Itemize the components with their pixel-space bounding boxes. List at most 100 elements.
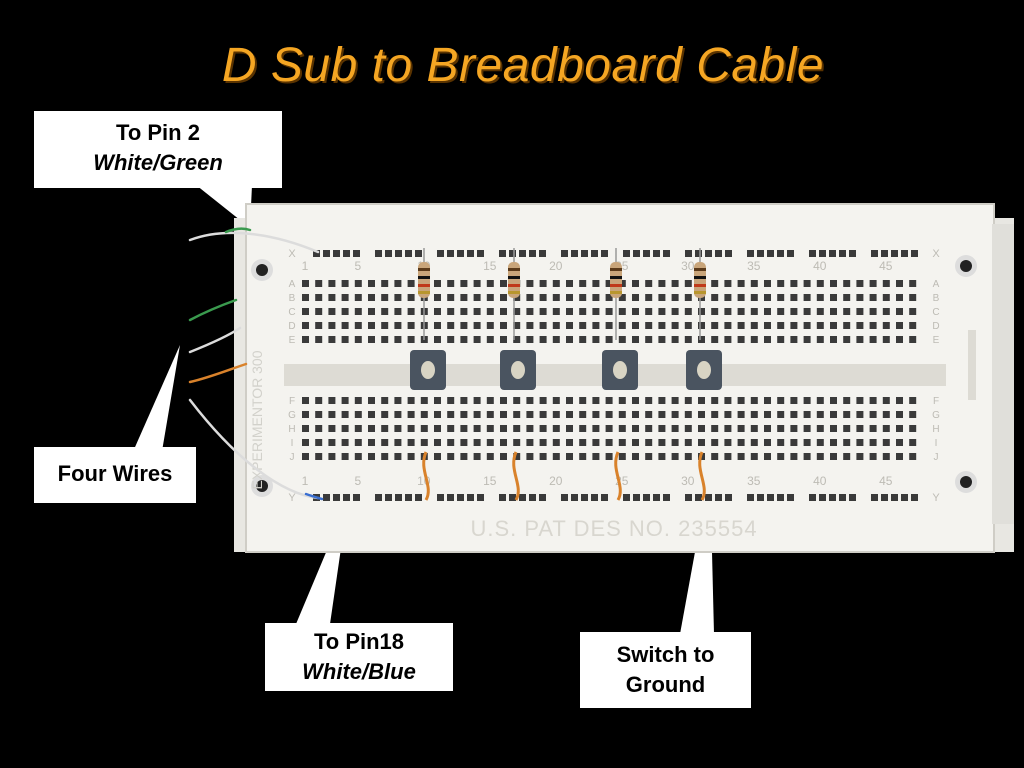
rail-hole [633, 250, 640, 257]
hole [302, 308, 309, 315]
hole [750, 425, 758, 432]
hole [460, 294, 468, 301]
hole [869, 453, 877, 460]
hole [724, 425, 732, 432]
resistor-band [694, 291, 706, 294]
hole [354, 425, 362, 432]
hole [407, 453, 415, 460]
hole [328, 294, 336, 301]
hole [341, 336, 349, 343]
hole [302, 439, 309, 446]
row-label: C [932, 307, 939, 318]
rail-hole [561, 494, 568, 501]
hole [592, 294, 600, 301]
rail-hole [323, 494, 330, 501]
hole [592, 397, 600, 404]
hole [605, 322, 613, 329]
rail-hole [623, 250, 630, 257]
hole [381, 294, 389, 301]
hole [790, 411, 798, 418]
hole [645, 322, 653, 329]
hole [460, 336, 468, 343]
hole [750, 453, 758, 460]
hole [302, 294, 309, 301]
hole [856, 322, 864, 329]
hole [513, 411, 521, 418]
hole [381, 322, 389, 329]
rail-hole [623, 494, 630, 501]
hole [407, 308, 415, 315]
rail-hole [911, 250, 918, 257]
hole [486, 308, 494, 315]
rail-hole [705, 250, 712, 257]
column-number: 5 [354, 474, 361, 488]
wire-orange [188, 362, 248, 384]
callout-switch-line2: Ground [625, 672, 706, 697]
rail-hole [777, 494, 784, 501]
hole [526, 294, 534, 301]
hole [526, 336, 534, 343]
hole [909, 453, 917, 460]
hole [816, 453, 824, 460]
hole [882, 280, 890, 287]
rail-hole [715, 250, 722, 257]
hole [368, 280, 375, 287]
row-label: G [932, 410, 940, 421]
hole [381, 411, 389, 418]
hole [803, 397, 811, 404]
hole [407, 397, 415, 404]
hole [816, 322, 824, 329]
hole [486, 453, 494, 460]
hole [684, 397, 692, 404]
hole [473, 453, 481, 460]
rail-hole [725, 250, 732, 257]
rail-hole [529, 250, 536, 257]
hole [843, 322, 851, 329]
hole [618, 308, 626, 315]
rail-hole [385, 250, 392, 257]
column-number: 45 [879, 259, 893, 273]
rail-hole [437, 494, 444, 501]
hole [434, 308, 441, 315]
hole [671, 453, 679, 460]
hole [341, 397, 349, 404]
wire-green [188, 298, 238, 322]
hole [434, 280, 441, 287]
hole [671, 294, 679, 301]
hole [790, 453, 798, 460]
hole [658, 453, 666, 460]
hole [909, 322, 917, 329]
jumper-wire [422, 451, 430, 501]
hole [618, 411, 626, 418]
hole [645, 294, 653, 301]
hole [407, 280, 415, 287]
rail-hole [881, 250, 888, 257]
rail-hole [911, 494, 918, 501]
hole [737, 439, 745, 446]
rail-hole [581, 250, 588, 257]
hole [447, 294, 455, 301]
hole [539, 322, 547, 329]
hole [473, 439, 481, 446]
hole [341, 308, 349, 315]
hole [328, 425, 336, 432]
hole [843, 308, 851, 315]
hole [328, 322, 336, 329]
hole [354, 280, 362, 287]
column-number: 1 [302, 474, 309, 488]
hole [684, 411, 692, 418]
hole [750, 280, 758, 287]
hole [526, 425, 534, 432]
column-number: 5 [354, 259, 361, 273]
column-number: 35 [747, 259, 761, 273]
hole [513, 439, 521, 446]
hole [341, 322, 349, 329]
hole [368, 425, 375, 432]
hole [381, 397, 389, 404]
hole [368, 411, 375, 418]
hole [460, 425, 468, 432]
hole [671, 280, 679, 287]
rail-hole [333, 494, 340, 501]
hole [394, 336, 402, 343]
rail-hole [437, 250, 444, 257]
